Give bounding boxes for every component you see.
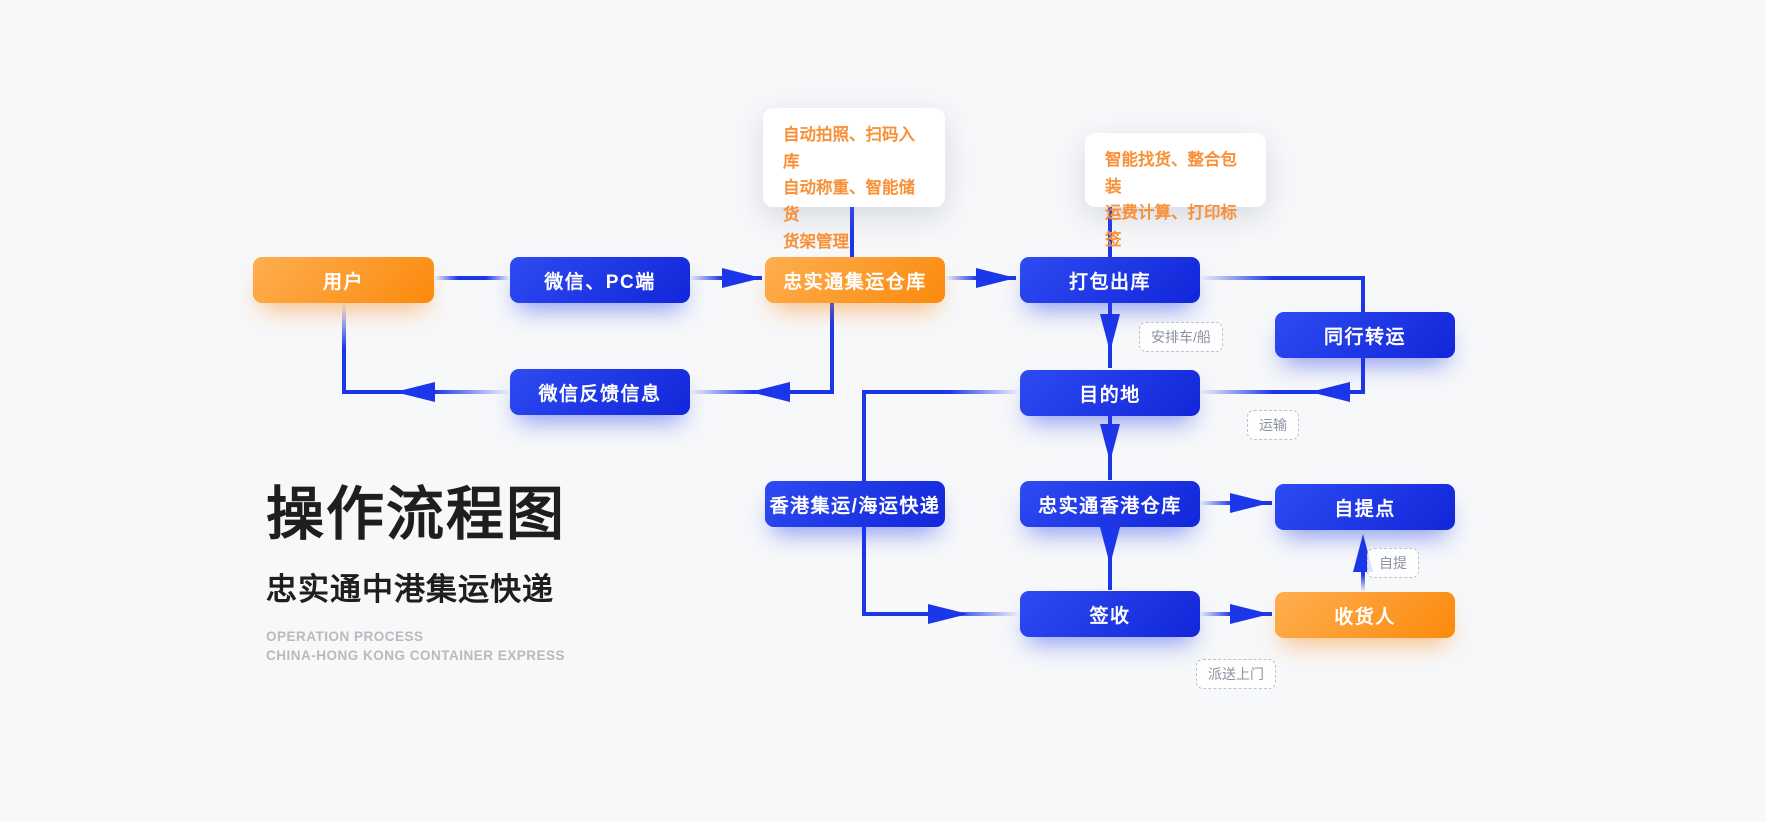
node-wechat-feedback: 微信反馈信息	[510, 369, 690, 415]
node-wechat-pc: 微信、PC端	[510, 257, 690, 303]
node-sign-label: 签收	[1089, 605, 1131, 627]
node-sign: 签收	[1020, 591, 1200, 637]
node-peer-transfer: 同行转运	[1275, 312, 1455, 358]
node-receiver-label: 收货人	[1334, 606, 1396, 628]
connector-note1-to-warehouse	[850, 207, 854, 257]
node-zst-warehouse: 忠实通集运仓库	[765, 257, 945, 303]
note-inbound-automation: 自动拍照、扫码入库 自动称重、智能储货 货架管理	[763, 108, 945, 251]
arrowhead-right-to-sign-icon	[928, 604, 968, 624]
node-hk-express-label: 香港集运/海运快递	[769, 495, 941, 517]
node-receiver: 收货人	[1275, 592, 1455, 638]
node-pickup-point: 自提点	[1275, 484, 1455, 530]
node-peer-transfer-label: 同行转运	[1323, 326, 1406, 348]
connector-peer-to-destination-h	[1199, 390, 1365, 394]
title-block: 操作流程图 忠实通中港集运快递 OPERATION PROCESS CHINA-…	[266, 480, 566, 666]
arrowhead-right-to-receiver-icon	[1230, 604, 1270, 624]
node-pack-out: 打包出库	[1020, 257, 1200, 303]
connector-warehouse-down	[830, 302, 834, 394]
arrowhead-down-to-destination-icon	[1100, 314, 1120, 352]
node-destination: 目的地	[1020, 370, 1200, 416]
connector-destination-to-left-h	[862, 390, 1020, 394]
node-zst-warehouse-label: 忠实通集运仓库	[783, 271, 927, 293]
arrowhead-left-to-destination-icon	[1310, 382, 1350, 402]
arrowhead-right-to-warehouse-icon	[722, 268, 762, 288]
connector-note2-to-packout	[1108, 207, 1112, 257]
connector-peer-down	[1361, 358, 1365, 394]
page-subtitle: 忠实通中港集运快递	[266, 571, 554, 607]
page-caption: OPERATION PROCESS CHINA-HONG KONG CONTAI…	[266, 627, 566, 666]
node-pickup-point-label: 自提点	[1334, 498, 1396, 520]
arrowhead-left-to-user-icon	[395, 382, 435, 402]
edge-tag-self-pickup: 自提	[1367, 548, 1419, 578]
node-zst-hk-warehouse-label: 忠实通香港仓库	[1038, 495, 1182, 517]
arrowhead-right-to-packout-icon	[976, 268, 1016, 288]
node-wechat-pc-label: 微信、PC端	[544, 271, 656, 293]
node-pack-out-label: 打包出库	[1068, 271, 1151, 293]
node-zst-hk-warehouse: 忠实通香港仓库	[1020, 481, 1200, 527]
arrowhead-down-to-hkwarehouse-icon	[1100, 424, 1120, 462]
edge-tag-home-delivery: 派送上门	[1196, 659, 1276, 689]
node-hk-express: 香港集运/海运快递	[765, 481, 945, 527]
node-user-label: 用户	[322, 271, 364, 293]
node-wechat-feedback-label: 微信反馈信息	[538, 383, 662, 405]
edge-tag-transport: 运输	[1247, 410, 1299, 440]
page-caption-line2: CHINA-HONG KONG CONTAINER EXPRESS	[266, 648, 566, 664]
edge-tag-arrange-vehicle: 安排车/船	[1139, 322, 1223, 352]
page-title: 操作流程图	[266, 482, 567, 547]
arrowhead-right-to-pickup-icon	[1230, 493, 1270, 513]
connector-corner-to-peer	[1361, 276, 1365, 314]
arrowhead-down-to-sign-icon	[1100, 527, 1120, 565]
connector-user-down	[342, 303, 346, 394]
connector-receiver-to-pickup	[1361, 556, 1365, 592]
arrowhead-left-to-feedback-icon	[750, 382, 790, 402]
connector-user-to-wechatpc	[434, 276, 510, 280]
page-caption-line1: OPERATION PROCESS	[266, 628, 424, 644]
connector-packout-to-peer-h	[1199, 276, 1365, 280]
note-outbound-automation: 智能找货、整合包装 运费计算、打印标签	[1085, 133, 1266, 249]
node-destination-label: 目的地	[1079, 384, 1141, 406]
node-user: 用户	[253, 257, 434, 303]
